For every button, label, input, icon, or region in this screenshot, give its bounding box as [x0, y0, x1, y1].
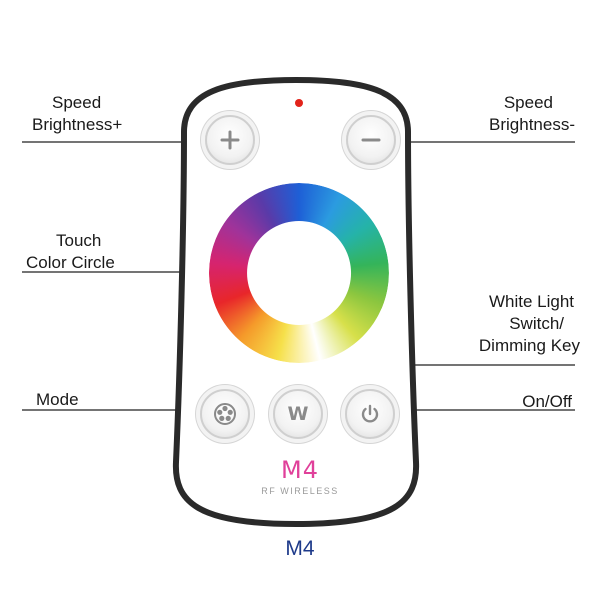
speed-brightness-plus-button[interactable] — [205, 115, 255, 165]
label-white-light-switch: White Light Switch/ Dimming Key — [478, 292, 580, 355]
speed-brightness-minus-button[interactable] — [346, 115, 396, 165]
label-touch-color-circle: Touch Color Circle — [26, 231, 115, 272]
indicator-led — [295, 99, 303, 107]
label-speed-brightness-plus: Speed Brightness+ — [32, 93, 123, 134]
on-off-button[interactable] — [345, 389, 395, 439]
white-light-button[interactable]: W — [273, 389, 323, 439]
label-speed-brightness-minus: Speed Brightness- — [489, 93, 575, 134]
label-on-off: On/Off — [522, 392, 572, 411]
touch-color-wheel[interactable] — [209, 183, 389, 363]
white-light-letter: W — [287, 403, 309, 425]
plus-icon — [220, 130, 240, 150]
rf-wireless-label: RF WIRELESS — [261, 486, 339, 496]
mode-icon — [214, 403, 236, 425]
brand-mark: M4 — [281, 456, 319, 484]
power-icon — [361, 404, 379, 423]
model-label: M4 — [285, 537, 315, 560]
mode-button[interactable] — [200, 389, 250, 439]
minus-icon — [361, 138, 381, 142]
label-mode: Mode — [36, 390, 79, 409]
